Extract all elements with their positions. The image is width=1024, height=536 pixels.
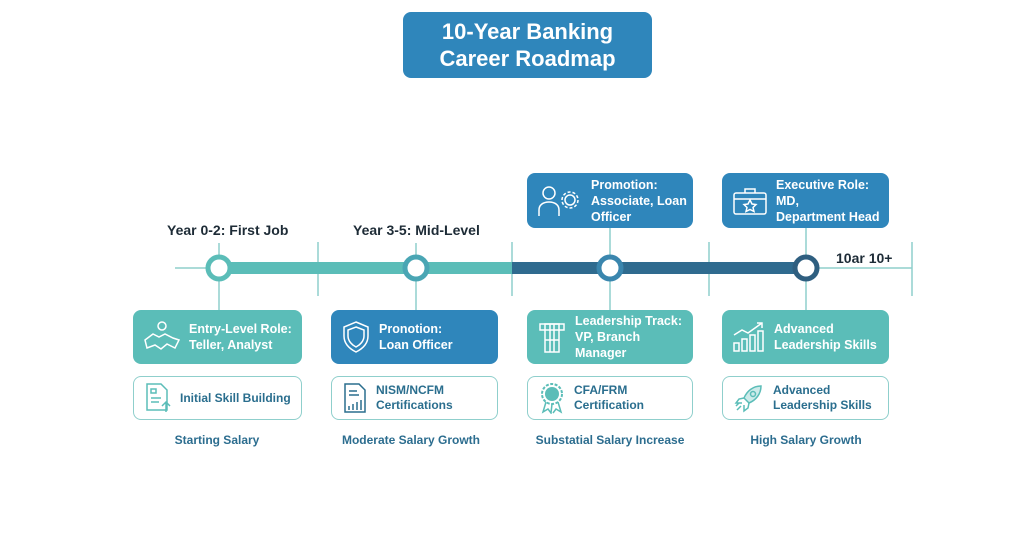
top-card-promotion-associate: Promotion:Associate, Loan Officer	[527, 173, 693, 228]
timeline-node	[205, 254, 233, 282]
salary-label: High Salary Growth	[750, 433, 862, 447]
card-line: Advanced	[773, 383, 831, 397]
card-line: Certification	[574, 398, 645, 412]
page-title: 10-Year Banking Career Roadmap	[403, 12, 652, 78]
shield-icon	[343, 321, 369, 353]
year-label-10-plus: 10ar 10+	[836, 250, 893, 266]
card-line: Executive Role: MD,	[776, 177, 870, 208]
card-line: Leadership Track:	[575, 314, 682, 328]
top-card-executive-role: Executive Role: MD,Department Head	[722, 173, 889, 228]
document-upload-icon	[146, 383, 171, 412]
title-line-2: Career Roadmap	[439, 46, 616, 71]
card-line: CFA/FRM	[574, 383, 628, 397]
timeline-node	[402, 254, 430, 282]
title-line-1: 10-Year Banking	[441, 19, 614, 44]
briefcase-star-icon	[733, 187, 767, 215]
card-line: Certifications	[376, 398, 453, 412]
year-label-0-2: Year 0-2: First Job	[167, 222, 289, 238]
person-gear-icon	[538, 185, 579, 216]
salary-label: Substatial Salary Increase	[535, 433, 685, 447]
card-line: Entry-Level Role:	[189, 322, 292, 336]
card-line: Pronotion:	[379, 322, 443, 336]
card-line: Leadership Skills	[774, 338, 877, 352]
timeline-node	[792, 254, 820, 282]
card-line: VP, Branch Manager	[575, 330, 641, 360]
card-line: Teller, Analyst	[189, 338, 273, 352]
salary-label: Moderate Salary Growth	[341, 433, 481, 447]
card-line: Loan Officer	[379, 338, 453, 352]
handshake-icon	[144, 321, 181, 350]
role-card-leadership-track: Leadership Track: VP, Branch Manager	[527, 310, 693, 364]
role-card-entry-level: Entry-Level Role: Teller, Analyst	[133, 310, 302, 364]
award-icon	[541, 383, 563, 414]
card-line: Department Head	[776, 209, 880, 224]
report-chart-icon	[344, 383, 366, 413]
card-line: Initial Skill Building	[180, 390, 291, 405]
card-line: Leadership Skills	[773, 398, 872, 412]
pillar-icon	[539, 323, 565, 353]
card-line: NISM/NCFM	[376, 383, 444, 397]
year-label-3-5: Year 3-5: Mid-Level	[353, 222, 480, 238]
salary-label: Starting Salary	[174, 433, 260, 447]
role-card-loan-officer: Pronotion: Loan Officer	[331, 310, 498, 364]
card-line: Advanced	[774, 322, 834, 336]
card-line: Promotion:	[591, 177, 658, 192]
growth-chart-icon	[733, 322, 764, 352]
skill-card-initial: Initial Skill Building	[133, 376, 302, 420]
card-line: Associate, Loan Officer	[591, 193, 687, 224]
timeline-node	[596, 254, 624, 282]
rocket-icon	[734, 385, 762, 413]
